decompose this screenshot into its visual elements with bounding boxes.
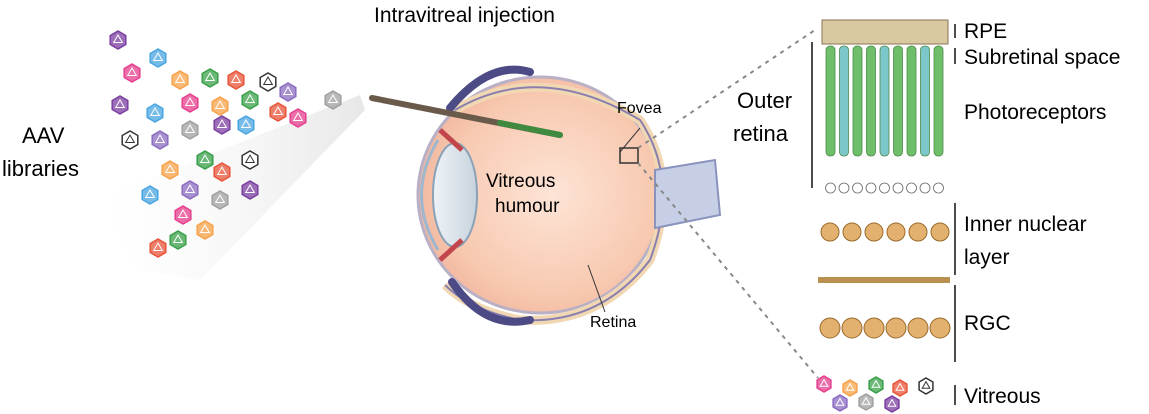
capsid-icon (884, 395, 900, 413)
capsid-icon (123, 63, 141, 83)
capsid-icon (211, 190, 229, 210)
subretinal-label: Subretinal space (964, 46, 1120, 69)
capsid-icon (196, 220, 214, 240)
capsid-icon (241, 150, 259, 170)
eye-cross-section-icon (416, 65, 722, 326)
capsid-icon (241, 180, 259, 200)
capsid-icon (892, 379, 908, 397)
retina-layers-icon (816, 19, 951, 413)
capsid-icon (161, 160, 179, 180)
capsid-icon (149, 238, 167, 258)
outer-retina-line2: retina (733, 121, 789, 146)
injection-label: Intravitreal injection (374, 4, 555, 27)
capsid-icon (918, 377, 934, 395)
inl-label-line1: Inner nuclear (964, 213, 1087, 236)
vitreous-layer-label: Vitreous (964, 385, 1041, 408)
fovea-label: Fovea (617, 100, 662, 117)
aav-label-line1: AAV (22, 123, 65, 148)
capsid-icon (259, 72, 277, 92)
capsid-icon (146, 103, 164, 123)
capsid-icon (868, 376, 884, 394)
capsid-icon (237, 115, 255, 135)
rpe-label: RPE (964, 20, 1007, 43)
capsid-icon (241, 90, 259, 110)
capsid-icon (181, 93, 199, 113)
capsid-icon (181, 120, 199, 140)
vitreous-humour-line2: humour (495, 196, 560, 217)
capsid-icon (109, 30, 127, 50)
capsid-icon (151, 130, 169, 150)
capsid-icon (211, 96, 229, 116)
aav-label-line2: libraries (2, 156, 79, 181)
capsid-icon (196, 150, 214, 170)
capsid-icon (227, 70, 245, 90)
outer-retina-line1: Outer (737, 88, 792, 113)
inl-label-line2: layer (964, 246, 1010, 269)
capsid-icon (169, 230, 187, 250)
capsid-icon (111, 95, 129, 115)
rgc-label: RGC (964, 312, 1011, 335)
capsid-icon (324, 90, 342, 110)
vitreous-humour-line1: Vitreous (486, 171, 555, 192)
photoreceptors-label: Photoreceptors (964, 101, 1106, 124)
aav-capsid-cloud (109, 30, 342, 258)
capsid-icon (858, 393, 874, 411)
capsid-icon (213, 162, 231, 182)
capsid-icon (269, 102, 287, 122)
capsid-icon (832, 394, 848, 412)
capsid-icon (171, 70, 189, 90)
capsid-icon (181, 180, 199, 200)
capsid-icon (201, 68, 219, 88)
capsid-icon (816, 375, 832, 393)
capsid-icon (121, 130, 139, 150)
capsid-icon (842, 379, 858, 397)
capsid-spray-cone (95, 95, 365, 280)
retina-label: Retina (590, 314, 636, 331)
capsid-icon (149, 48, 167, 68)
capsid-icon (141, 185, 159, 205)
capsid-icon (289, 108, 307, 128)
capsid-icon (174, 205, 192, 225)
capsid-icon (279, 82, 297, 102)
capsid-icon (213, 115, 231, 135)
